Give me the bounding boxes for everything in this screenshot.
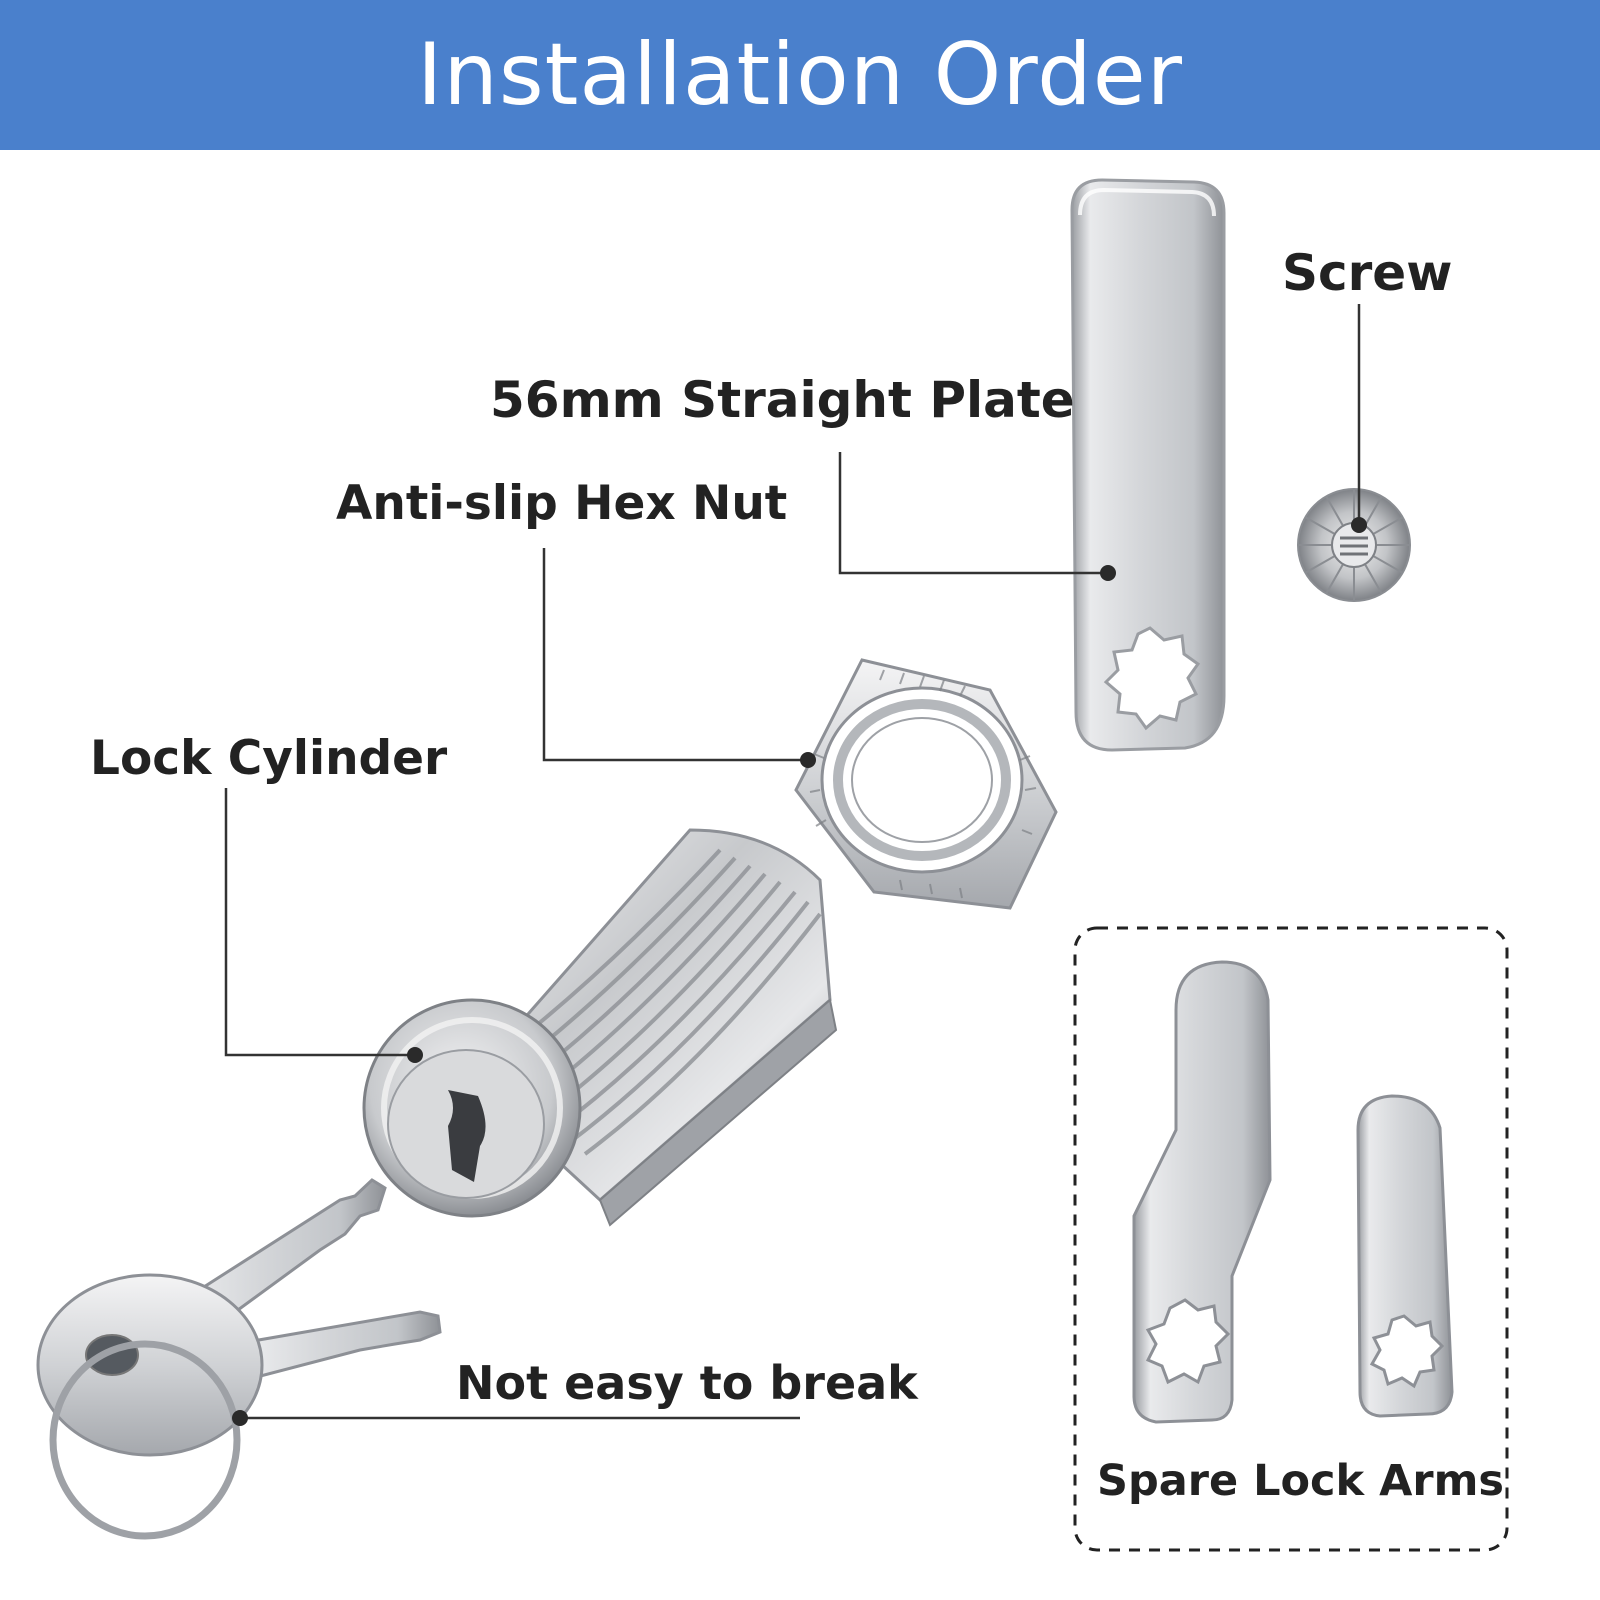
leader-cylinder: [224, 788, 415, 1057]
leader-dot-cylinder: [407, 1047, 423, 1063]
keys-icon: [36, 1178, 442, 1540]
leader-nut: [542, 548, 808, 762]
leader-dot-plate: [1100, 565, 1116, 581]
header-banner: Installation Order: [0, 0, 1600, 150]
leader-plate: [838, 452, 1108, 575]
label-screw: Screw: [1282, 244, 1453, 302]
label-hex-nut: Anti-slip Hex Nut: [336, 476, 788, 531]
label-spare-lock-arms: Spare Lock Arms: [1097, 1456, 1504, 1506]
hex-nut-icon: [794, 658, 1058, 910]
bent-lock-arm-icon: [1132, 960, 1272, 1424]
straight-lock-arm-icon: [1356, 1094, 1454, 1418]
label-lock-cylinder: Lock Cylinder: [90, 731, 448, 786]
spare-arms-box: [1073, 926, 1509, 1552]
lock-cylinder-icon: [362, 828, 838, 1227]
leader-dot-nut: [800, 752, 816, 768]
straight-plate-icon: [1070, 178, 1226, 752]
leader-dot-screw: [1351, 517, 1367, 533]
page-title: Installation Order: [416, 25, 1184, 125]
leader-dot-keys: [232, 1410, 248, 1426]
label-keys: Not easy to break: [456, 1356, 918, 1410]
leader-lines: [224, 304, 1361, 1420]
label-straight-plate: 56mm Straight Plate: [490, 371, 1075, 429]
screw-icon: [1297, 488, 1411, 602]
